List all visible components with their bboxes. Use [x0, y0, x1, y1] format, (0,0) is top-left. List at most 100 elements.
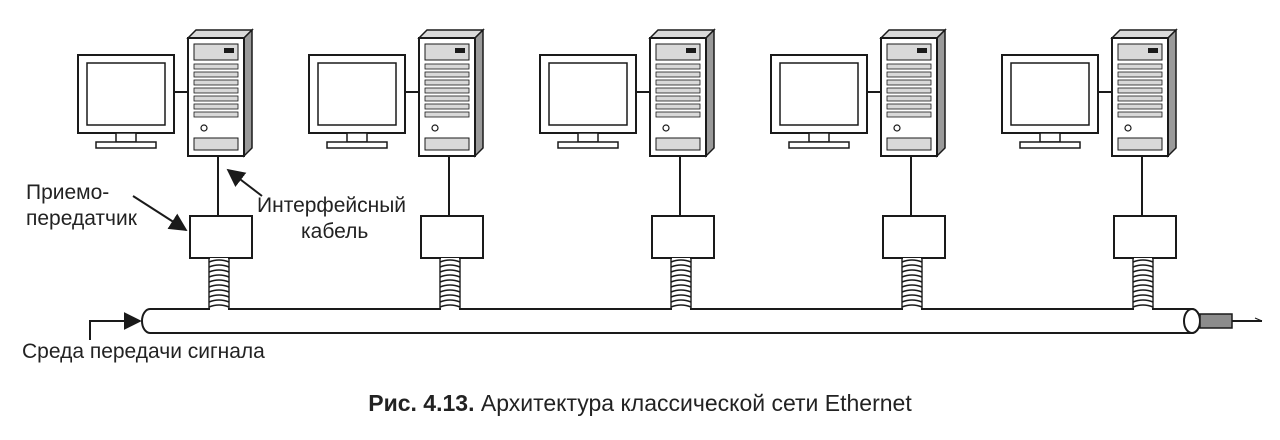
server-tower-icon: [186, 28, 254, 158]
tap-coil-ring: [670, 299, 692, 303]
transceiver-box: [882, 215, 946, 259]
tap-coil-ring: [901, 289, 923, 293]
backbone-cable: [141, 308, 1263, 334]
monitor-icon: [770, 54, 868, 149]
tower-vent: [655, 137, 701, 151]
monitor-icon: [77, 54, 175, 149]
tap-coil-ring: [439, 259, 461, 263]
tap-coil-ring: [1132, 274, 1154, 278]
tower-slot: [655, 71, 701, 78]
interface-cable-label: Интерфейсный кабель: [257, 193, 406, 245]
transceiver-box: [651, 215, 715, 259]
tap-coil-ring: [901, 274, 923, 278]
tower-led: [455, 48, 465, 53]
server-tower-icon: [1110, 28, 1178, 158]
tap-coil-ring: [901, 279, 923, 283]
tower-slot: [424, 103, 470, 110]
tap-coil-ring: [901, 284, 923, 288]
tower-side: [243, 28, 253, 158]
tower-top: [417, 29, 485, 39]
cable-arrow: [226, 168, 263, 197]
tap-coil-ring: [670, 259, 692, 263]
medium-arrow: [89, 312, 142, 340]
transceiver-box: [189, 215, 253, 259]
power-button: [893, 124, 901, 132]
tower-slot: [886, 103, 932, 110]
tower-slot: [886, 79, 932, 86]
station-5: [1001, 28, 1178, 310]
tap-coil-ring: [670, 294, 692, 298]
tower-slot: [424, 111, 470, 118]
monitor-screen: [548, 62, 628, 126]
monitor-neck: [115, 132, 137, 143]
transceiver-label-line1: Приемо-: [26, 181, 110, 204]
tap-coil-ring: [439, 269, 461, 273]
tap-coil: [439, 258, 461, 310]
tap-coil-ring: [1132, 269, 1154, 273]
tap-coil-ring: [1132, 264, 1154, 268]
tap-coil-ring: [208, 279, 230, 283]
server-tower-icon: [879, 28, 947, 158]
tower-led: [224, 48, 234, 53]
tap-coil-ring: [1132, 294, 1154, 298]
tower-top: [648, 29, 716, 39]
tower-slot: [1117, 79, 1163, 86]
monitor-neck: [577, 132, 599, 143]
tap-coil: [901, 258, 923, 310]
tower-top: [1110, 29, 1178, 39]
monitor-neck: [808, 132, 830, 143]
transceiver-box: [420, 215, 484, 259]
server-tower-icon: [648, 28, 716, 158]
tap-coil-ring: [208, 284, 230, 288]
figure-caption: Рис. 4.13. Архитектура классической сети…: [0, 390, 1280, 417]
tap-coil-ring: [208, 269, 230, 273]
monitor-icon: [539, 54, 637, 149]
tower-slot: [886, 95, 932, 102]
station-4: [770, 28, 947, 310]
monitor-screen: [86, 62, 166, 126]
monitor-screen: [317, 62, 397, 126]
tap-coil-ring: [439, 264, 461, 268]
tower-slot: [1117, 87, 1163, 94]
tap-coil-ring: [670, 279, 692, 283]
tower-slot: [655, 63, 701, 70]
tap-coil-ring: [208, 294, 230, 298]
tower-vent: [1117, 137, 1163, 151]
power-button: [431, 124, 439, 132]
monitor-neck: [346, 132, 368, 143]
tower-slot: [655, 111, 701, 118]
figure-number: Рис. 4.13.: [368, 390, 475, 416]
tap-coil-ring: [439, 284, 461, 288]
monitor-base: [1019, 141, 1081, 149]
tap-coil-ring: [670, 264, 692, 268]
tower-slot: [655, 103, 701, 110]
tower-slot: [193, 87, 239, 94]
monitor-base: [557, 141, 619, 149]
tap-coil-ring: [670, 289, 692, 293]
tap-coil-ring: [1132, 259, 1154, 263]
tower-slot: [886, 63, 932, 70]
transceiver-label-line2: передатчик: [26, 207, 137, 230]
monitor-icon: [1001, 54, 1099, 149]
tap-coil-ring: [901, 304, 923, 308]
tap-coil-ring: [208, 304, 230, 308]
tower-slot: [424, 63, 470, 70]
tap-coil-ring: [439, 289, 461, 293]
tap-coil-ring: [901, 269, 923, 273]
tower-slot: [886, 111, 932, 118]
stations-group: [77, 28, 1178, 310]
power-button: [1124, 124, 1132, 132]
server-tower-icon: [417, 28, 485, 158]
tap-coil: [208, 258, 230, 310]
tower-vent: [424, 137, 470, 151]
tower-side: [936, 28, 946, 158]
monitor-screen: [779, 62, 859, 126]
tower-slot: [1117, 111, 1163, 118]
tap-coil-ring: [1132, 279, 1154, 283]
tap-coil-ring: [901, 299, 923, 303]
tower-slot: [193, 71, 239, 78]
tower-led: [917, 48, 927, 53]
tower-led: [686, 48, 696, 53]
tower-slot: [1117, 103, 1163, 110]
